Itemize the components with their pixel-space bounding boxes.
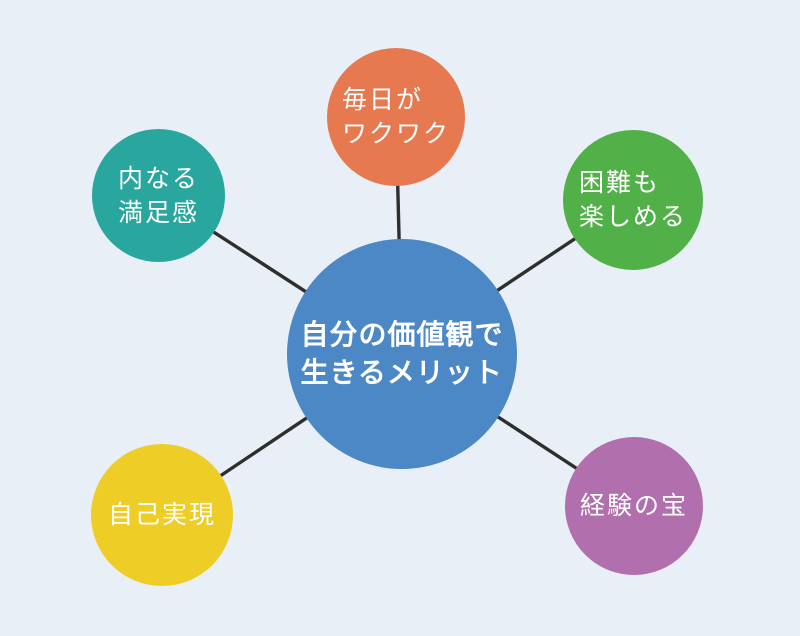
node-daily-excitement: 毎日が ワクワク (327, 48, 465, 186)
center-node-label: 自分の価値観で 生きるメリット (300, 319, 504, 388)
node-treasure-of-experience-label: 経験の宝 (579, 492, 688, 520)
node-enjoy-difficulties: 困難も 楽しめる (563, 130, 703, 270)
node-inner-satisfaction: 内なる 満足感 (92, 129, 225, 262)
node-self-actualization-label: 自己実現 (107, 501, 216, 529)
center-node: 自分の価値観で 生きるメリット (287, 239, 517, 469)
node-daily-excitement-label: 毎日が ワクワク (341, 86, 450, 148)
node-inner-satisfaction-label: 内なる 満足感 (117, 164, 199, 227)
node-enjoy-difficulties-label: 困難も 楽しめる (578, 169, 687, 231)
node-treasure-of-experience: 経験の宝 (565, 437, 703, 575)
node-self-actualization: 自己実現 (91, 444, 233, 586)
